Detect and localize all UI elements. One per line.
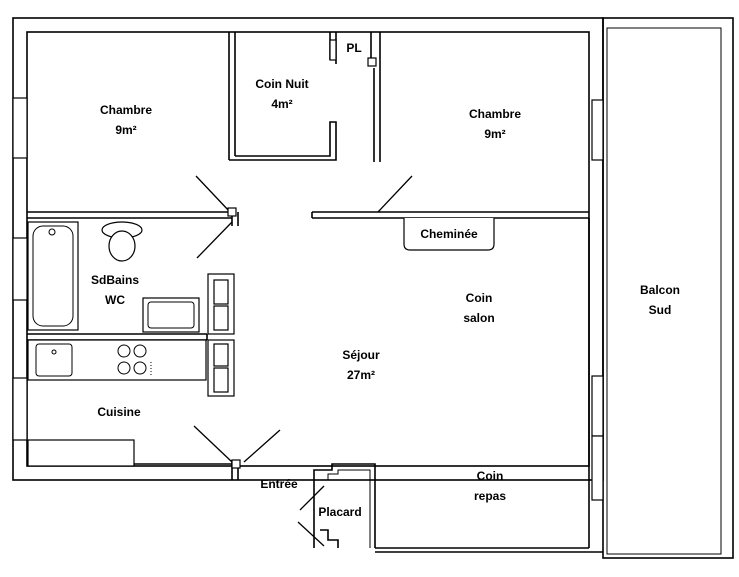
doors: [193, 175, 413, 547]
cheminee-label: Cheminée: [412, 224, 486, 244]
chambre-right-label: Chambre 9m²: [459, 104, 531, 144]
chambre-left-name: Chambre: [99, 103, 152, 117]
coin-salon-label: Coin salon: [446, 288, 512, 328]
balcon-label: Balcon Sud: [624, 280, 696, 320]
balcon-line2: Sud: [648, 303, 672, 317]
sejour-area: 27m²: [346, 368, 375, 382]
washbasin: [142, 297, 200, 333]
chambre-left-area: 9m²: [115, 123, 137, 137]
pl-label: PL: [342, 38, 366, 58]
sejour-name: Séjour: [342, 348, 380, 362]
balcon-line1: Balcon: [639, 283, 680, 297]
windows: [12, 97, 604, 501]
coin-repas-label: Coin repas: [457, 466, 523, 506]
entree-label: Entrée: [251, 474, 307, 494]
placard-name: Placard: [318, 505, 362, 519]
placard-block: [313, 463, 603, 553]
cuisine-name: Cuisine: [97, 405, 141, 419]
coin-repas-line1: Coin: [476, 469, 504, 483]
cheminee-name: Cheminée: [420, 227, 478, 241]
chambre-right-area: 9m²: [484, 127, 506, 141]
kitchen-lower-counter: [27, 439, 135, 467]
chambre-left-label: Chambre 9m²: [90, 100, 162, 140]
coin-repas-line2: repas: [473, 489, 507, 503]
coin-nuit-area: 4m²: [271, 97, 293, 111]
sdbains-line2: WC: [105, 293, 125, 307]
coin-nuit-name: Coin Nuit: [255, 77, 309, 91]
cuisine-label: Cuisine: [86, 402, 152, 422]
coin-salon-line2: salon: [463, 311, 495, 325]
chambre-right-name: Chambre: [468, 107, 521, 121]
placard-label: Placard: [312, 502, 368, 522]
shelves: [207, 273, 235, 397]
sejour-label: Séjour 27m²: [328, 345, 394, 385]
coin-salon-line1: Coin: [465, 291, 493, 305]
pl-name: PL: [346, 41, 362, 55]
bathtub: [27, 221, 79, 331]
sdbains-line1: SdBains: [90, 273, 139, 287]
entree-name: Entrée: [260, 477, 298, 491]
coin-nuit-label: Coin Nuit 4m²: [246, 74, 318, 114]
balcony-outline: [602, 17, 734, 559]
toilet: [101, 221, 143, 262]
sdbains-label: SdBains WC: [82, 270, 148, 310]
kitchen-counter: [27, 339, 207, 381]
fireplace: [403, 218, 495, 251]
